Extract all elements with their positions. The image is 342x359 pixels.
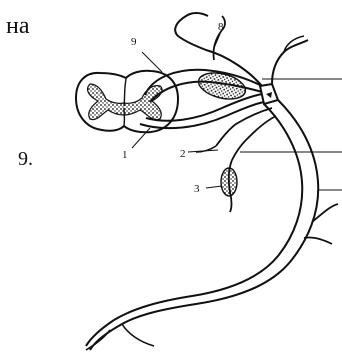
- callout-2: 2: [180, 148, 186, 160]
- callout-9: 9: [131, 36, 137, 48]
- spinal-cord-section: [76, 71, 178, 132]
- callout-3: 3: [194, 183, 200, 195]
- lateral-cutaneous-branch: [304, 204, 338, 244]
- nerve-lumen: [266, 92, 272, 98]
- spinal-ganglion: [196, 69, 248, 104]
- rami-communicantes: [196, 108, 276, 212]
- ventral-ramus: [86, 100, 338, 350]
- sympathetic-ganglion: [221, 168, 237, 196]
- callout-1: 1: [122, 149, 128, 161]
- spinal-cord-outline: [76, 71, 178, 132]
- leader-9: [142, 52, 162, 72]
- callout-8: 8: [218, 21, 224, 33]
- dorsal-ramus: [175, 13, 308, 86]
- dorsal-ramus-right: [272, 40, 308, 84]
- ventral-ramus-outer: [90, 100, 318, 350]
- ramus-communicans-white: [216, 108, 272, 146]
- leader-3: [206, 186, 222, 188]
- ventral-ramus-inner: [86, 104, 302, 346]
- ventral-ramus-end-branch: [86, 324, 154, 350]
